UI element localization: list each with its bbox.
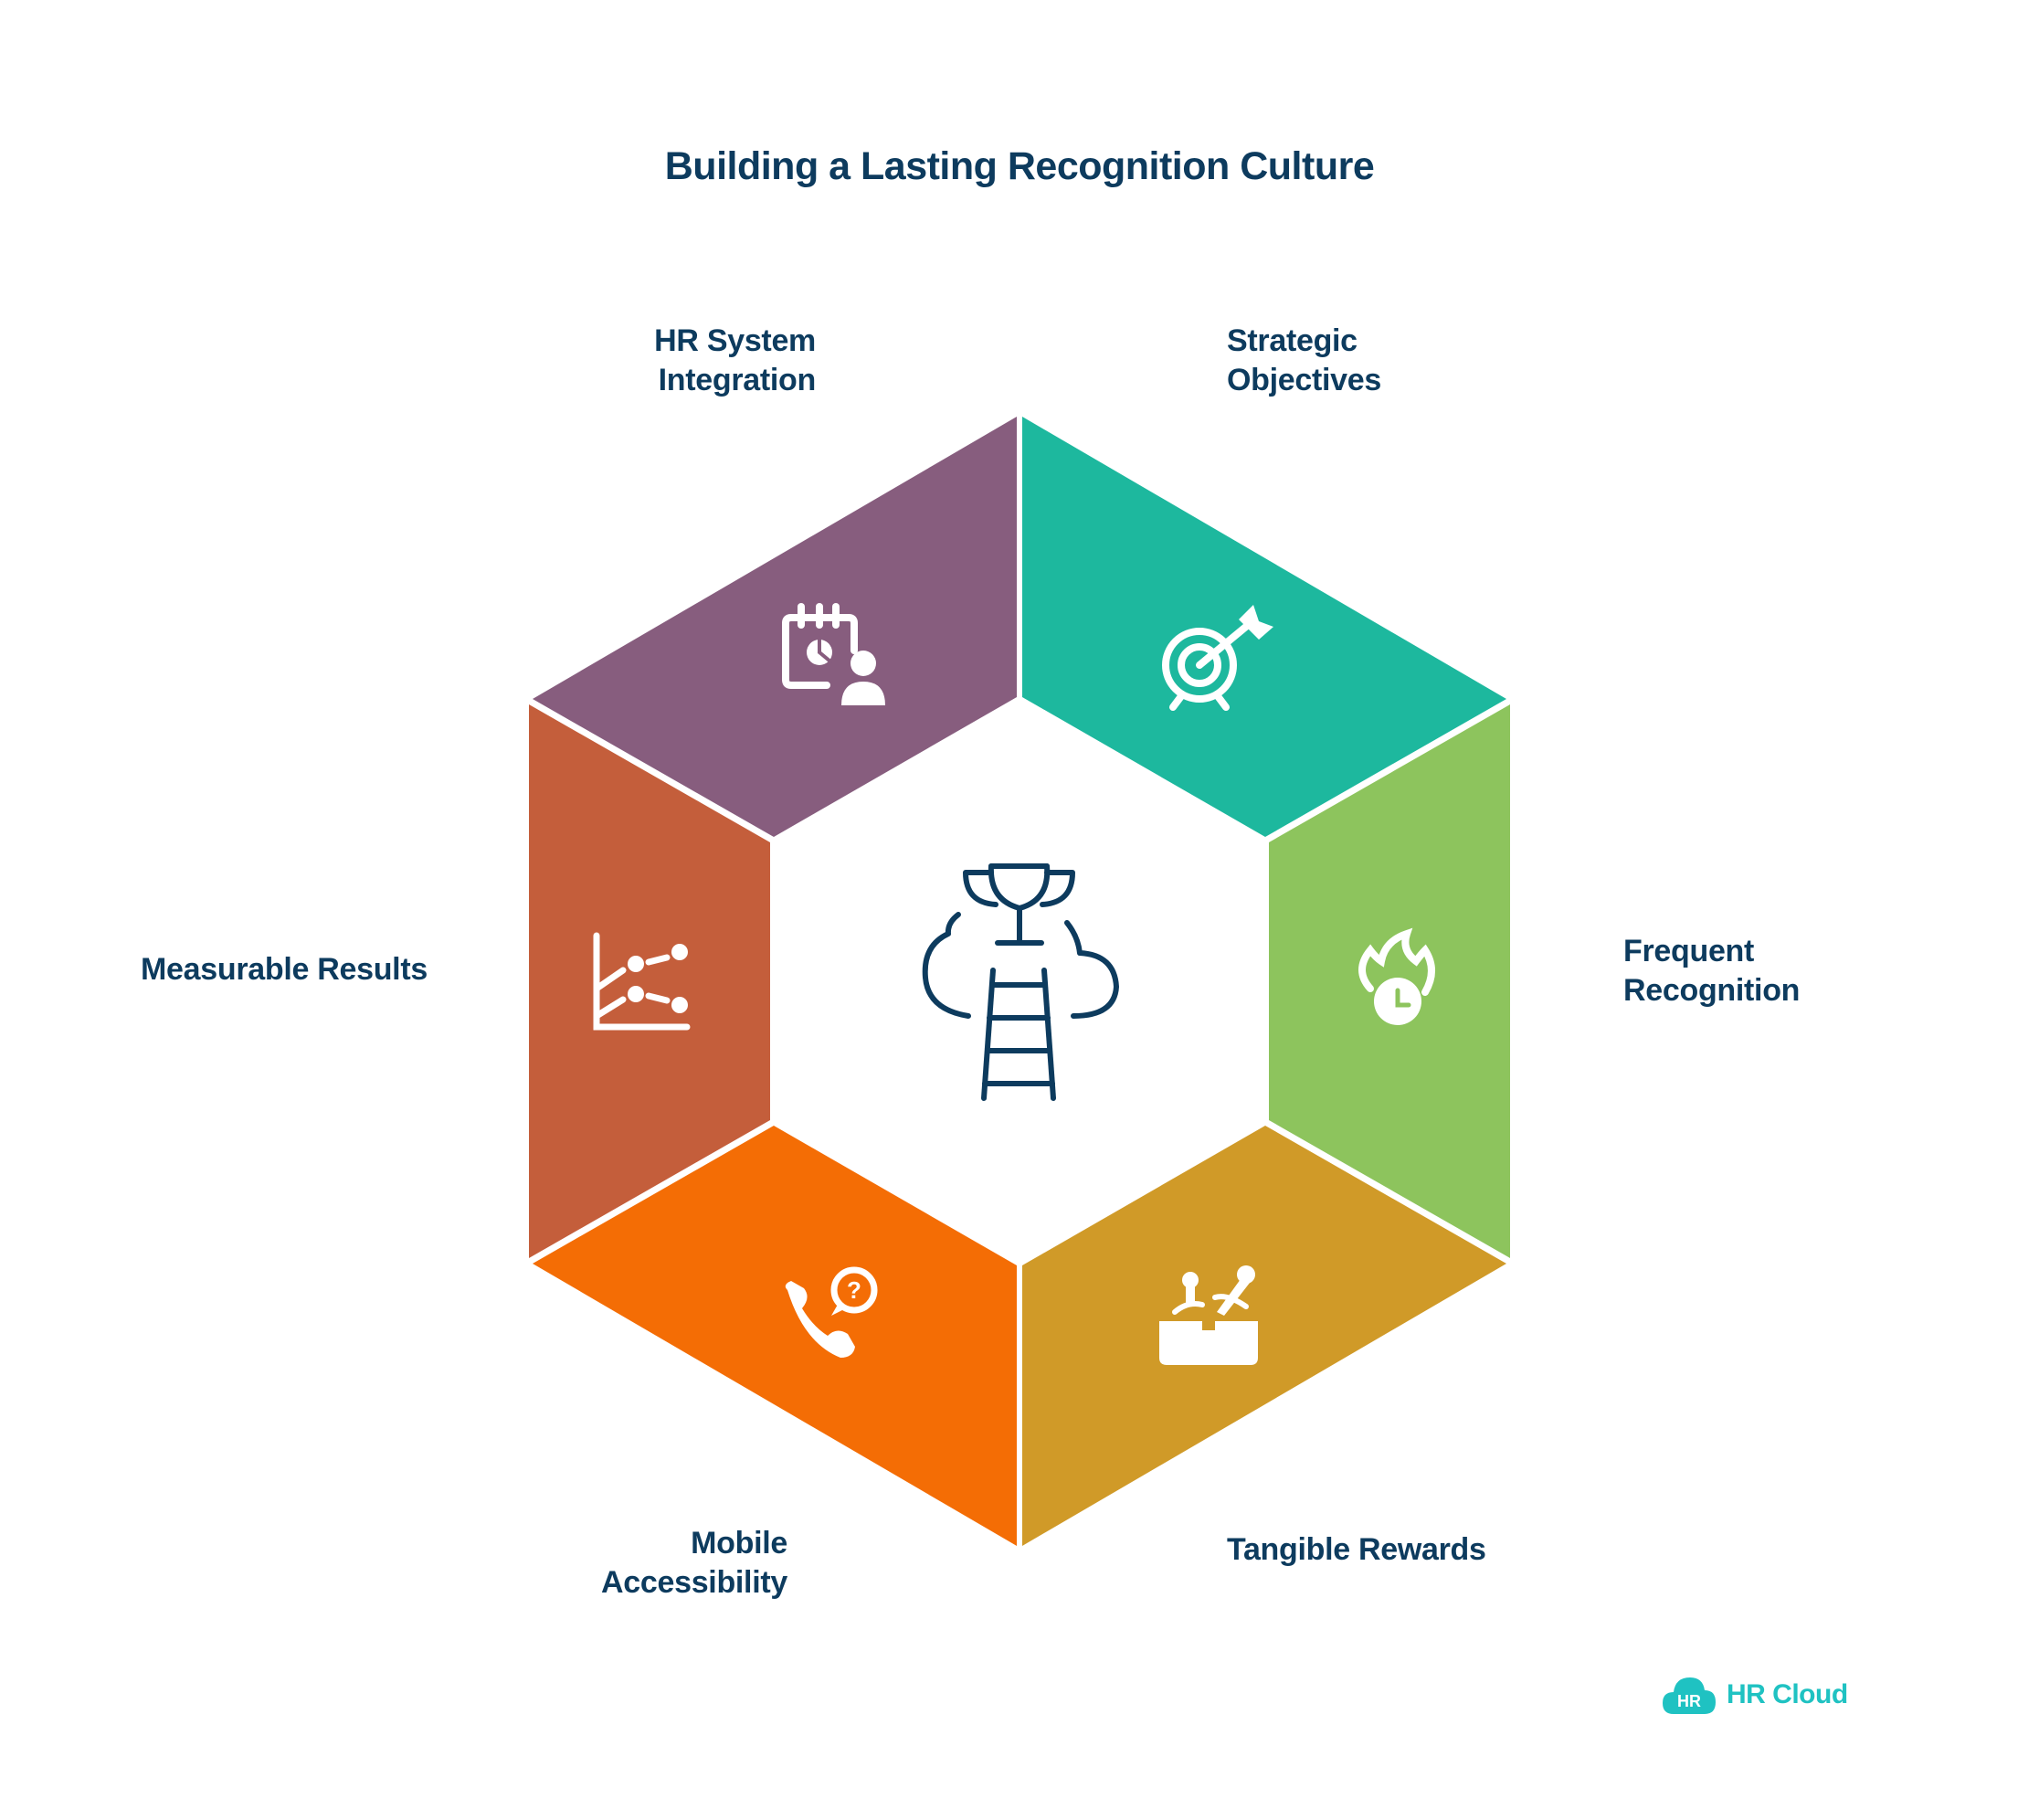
label-line: Frequent bbox=[1623, 934, 1755, 968]
segment-mobile-accessibility bbox=[533, 1126, 1017, 1546]
label-line: HR System bbox=[654, 323, 816, 358]
label-line: Tangible Rewards bbox=[1227, 1532, 1486, 1567]
label-line: Recognition bbox=[1623, 973, 1801, 1008]
phone-question-icon: ? bbox=[785, 1266, 878, 1358]
fire-clock-icon bbox=[1358, 927, 1435, 1025]
diagram-title: Building a Lasting Recognition Culture bbox=[664, 144, 1375, 188]
label-line: Accessibility bbox=[601, 1565, 787, 1600]
label-strategic-objectives: Strategic Objectives bbox=[1227, 322, 1381, 400]
cloud-badge-icon: HR bbox=[1663, 1677, 1716, 1714]
treasure-swords-icon bbox=[1159, 1265, 1258, 1365]
segment-tangible-rewards bbox=[1022, 1126, 1506, 1546]
label-line: Mobile bbox=[691, 1526, 787, 1561]
hr-cloud-logo: HR HR Cloud bbox=[1661, 1674, 1848, 1716]
svg-text:HR: HR bbox=[1677, 1692, 1701, 1710]
label-line: Measurable Results bbox=[141, 952, 428, 987]
label-line: Integration bbox=[658, 363, 817, 397]
label-line: Strategic bbox=[1227, 323, 1358, 358]
calendar-report-user-icon bbox=[782, 603, 885, 705]
line-chart-icon bbox=[593, 932, 691, 1031]
label-mobile-accessibility: Mobile Accessibility bbox=[601, 1524, 787, 1603]
label-hr-system-integration: HR System Integration bbox=[654, 322, 816, 400]
segment-hr-system-integration bbox=[533, 417, 1017, 837]
segment-measurable-results bbox=[529, 704, 770, 1258]
trophy-ladder-cloud-icon bbox=[922, 863, 1119, 1101]
svg-text:?: ? bbox=[847, 1276, 861, 1304]
label-tangible-rewards: Tangible Rewards bbox=[1227, 1530, 1486, 1570]
logo-text: HR Cloud bbox=[1727, 1679, 1848, 1709]
label-line: Objectives bbox=[1227, 363, 1381, 397]
label-measurable-results: Measurable Results bbox=[141, 950, 428, 989]
target-arrow-icon bbox=[1162, 605, 1273, 711]
label-frequent-recognition: Frequent Recognition bbox=[1623, 932, 1800, 1011]
